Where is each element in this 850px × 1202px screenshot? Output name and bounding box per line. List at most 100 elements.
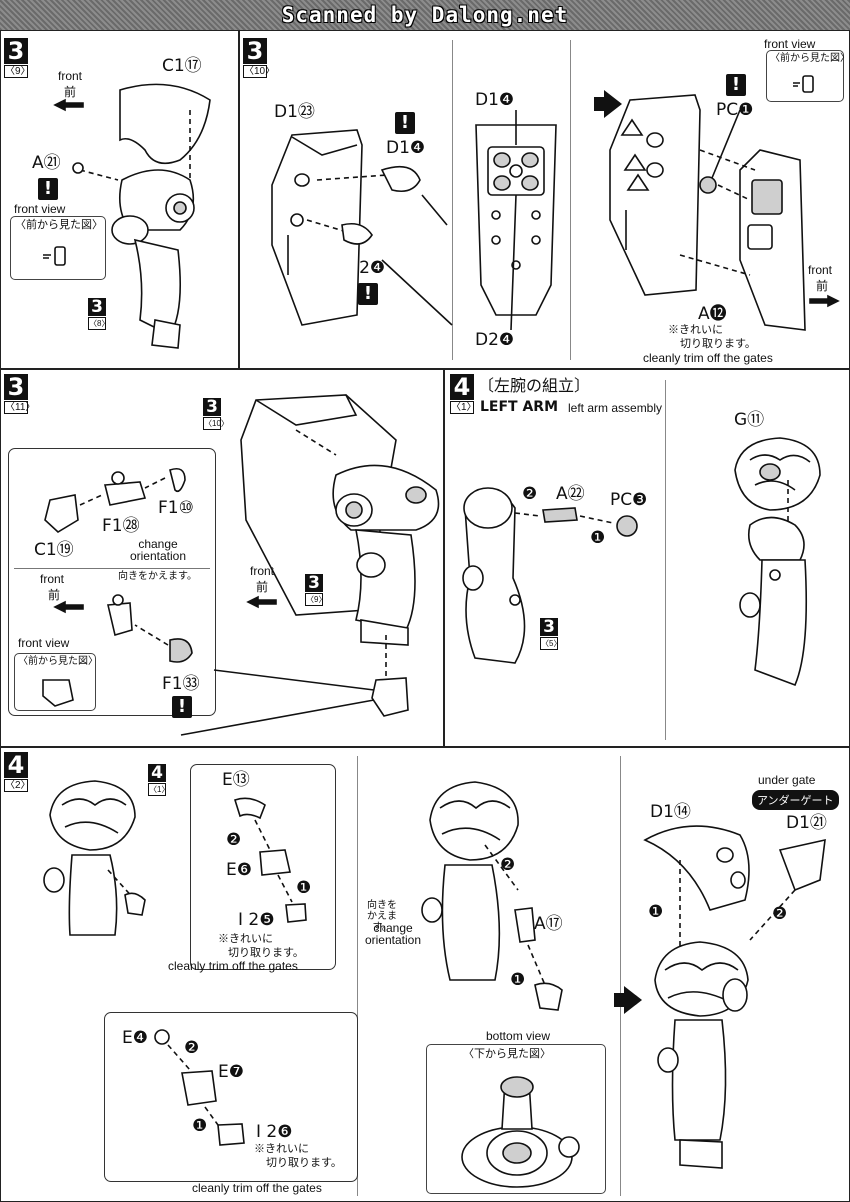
inner-plate-illustration bbox=[475, 110, 557, 331]
part-c1-19: C1⑲ bbox=[34, 540, 74, 560]
step-badge: 4 〈2〉 bbox=[4, 752, 31, 792]
step-badge: 3 〈11〉 bbox=[4, 374, 36, 414]
order-1-icon: ❶ bbox=[296, 878, 312, 898]
divider bbox=[238, 30, 240, 368]
change-orientation-jp: 向きをかえます。 bbox=[118, 571, 197, 582]
arm-final-illustration bbox=[643, 825, 826, 1169]
step-badge: 3 〈10〉 bbox=[243, 38, 276, 78]
trim-note-jp-2: 切り取ります。 bbox=[266, 1157, 342, 1169]
change-orientation-label: change orientation bbox=[129, 537, 187, 563]
hand-orientation-illustration bbox=[107, 594, 193, 663]
step-sub: 〈10〉 bbox=[243, 65, 276, 78]
body-illustration bbox=[72, 83, 211, 349]
ref-step-sub: 〈10〉 bbox=[203, 417, 229, 430]
part-d1-23: D1㉓ bbox=[274, 102, 315, 122]
divider-thin bbox=[570, 40, 571, 360]
mini-part-icon bbox=[793, 75, 814, 93]
order-1-icon: ❶ bbox=[590, 528, 606, 548]
trim-note-en: cleanly trim off the gates bbox=[192, 1181, 322, 1195]
ref-step-number: 4 bbox=[148, 764, 166, 782]
change-orientation-jp: 向きを かえます。 bbox=[367, 900, 397, 933]
trim-note-jp-1: ※きれいに bbox=[254, 1143, 309, 1155]
ref-step-badge: 3 〈9〉 bbox=[305, 574, 326, 606]
trim-note-jp-2: 切り取ります。 bbox=[228, 947, 304, 959]
step-sub: 〈9〉 bbox=[4, 65, 31, 78]
banner-text: Scanned by Dalong.net bbox=[281, 3, 569, 27]
front-view-box: 〈前から見た図〉 bbox=[14, 653, 98, 711]
bottom-view-label-jp: 〈下から見た図〉 bbox=[463, 1048, 551, 1060]
bottom-view-label: bottom view bbox=[486, 1029, 551, 1043]
hand-parts-inset-2 bbox=[104, 1012, 358, 1182]
scanner-banner: Scanned by Dalong.net bbox=[0, 0, 850, 30]
inset-divider bbox=[14, 568, 210, 569]
order-2-icon: ❷ bbox=[500, 855, 516, 875]
order-1-icon: ❶ bbox=[648, 902, 664, 922]
ref-step-number: 3 bbox=[203, 398, 221, 416]
trim-note-en: cleanly trim off the gates bbox=[168, 959, 298, 973]
front-arrow-icon bbox=[809, 294, 840, 308]
arm-joint-illustration bbox=[462, 487, 638, 664]
part-pc-3: PC❸ bbox=[610, 490, 648, 510]
front-label: front bbox=[40, 572, 65, 586]
part-a-17: A⑰ bbox=[534, 914, 563, 934]
ref-step-sub: 〈8〉 bbox=[88, 317, 110, 330]
under-gate-label: under gate bbox=[758, 773, 816, 787]
ref-step-number: 3 bbox=[540, 618, 558, 636]
step-sub: 〈11〉 bbox=[4, 401, 36, 414]
ref-step-sub: 〈5〉 bbox=[540, 637, 562, 650]
hand-parts-illustration-2 bbox=[154, 1029, 245, 1146]
part-g-11: G⑪ bbox=[734, 410, 765, 430]
warning-icon: ! bbox=[726, 74, 746, 96]
order-1-icon: ❶ bbox=[192, 1116, 208, 1136]
divider-thin bbox=[620, 756, 621, 1196]
step-badge: 4 〈1〉 bbox=[450, 374, 477, 414]
ref-step-number: 3 bbox=[88, 298, 106, 316]
front-view-label-jp: 〈前から見た図〉 bbox=[18, 656, 98, 667]
hand-parts-illustration bbox=[234, 797, 307, 923]
front-label-jp: 前 bbox=[64, 85, 77, 99]
step-number: 3 bbox=[4, 374, 28, 400]
hand-parts-illustration bbox=[44, 467, 186, 533]
trim-note-jp-1: ※きれいに bbox=[218, 933, 273, 945]
part-d1-14: D1⑭ bbox=[650, 802, 691, 822]
front-view-label-jp: 〈前から見た図〉 bbox=[770, 53, 850, 64]
ref-step-sub: 〈1〉 bbox=[148, 783, 170, 796]
order-1-icon: ❶ bbox=[510, 970, 526, 990]
part-e-4: E❹ bbox=[122, 1028, 148, 1048]
step-number: 3 bbox=[4, 38, 28, 64]
warning-icon: ! bbox=[172, 696, 192, 718]
part-c1-17: C1⑰ bbox=[162, 56, 202, 76]
part-a-21: A㉑ bbox=[32, 153, 61, 173]
shoulder-armor-illustration bbox=[271, 129, 453, 326]
part-e-6: E❻ bbox=[226, 860, 252, 880]
part-e-13: E⑬ bbox=[222, 770, 250, 790]
arm-assembly-illustration bbox=[734, 437, 821, 687]
order-2-icon: ❷ bbox=[226, 830, 242, 850]
divider-thin bbox=[452, 40, 453, 360]
ref-step-badge: 3 〈5〉 bbox=[540, 618, 562, 650]
change-orientation-label: change orientation bbox=[364, 921, 422, 947]
front-arrow-icon bbox=[53, 98, 84, 112]
part-f1-33: F1㉝ bbox=[162, 674, 200, 694]
part-i-26: I 2❻ bbox=[256, 1122, 293, 1142]
trim-note-jp-1: ※きれいに bbox=[668, 324, 723, 336]
front-view-label: front view bbox=[14, 202, 66, 216]
section-title-en: LEFT ARM bbox=[480, 399, 559, 415]
step-sub: 〈2〉 bbox=[4, 779, 31, 792]
front-label-jp: 前 bbox=[256, 580, 269, 594]
front-label: front bbox=[58, 69, 83, 83]
bottom-view-box: 〈下から見た図〉 bbox=[426, 1044, 606, 1194]
ref-step-badge: 4 〈1〉 bbox=[148, 764, 170, 796]
part-d1-4: D1❹ bbox=[386, 138, 426, 158]
divider-thin bbox=[357, 756, 358, 1196]
step-sub: 〈1〉 bbox=[450, 401, 477, 414]
part-a-12: A⓬ bbox=[698, 304, 727, 324]
front-label-jp: 前 bbox=[48, 588, 61, 602]
mini-part-icon bbox=[43, 246, 66, 266]
section-title-jp: 〔左腕の組立〕 bbox=[478, 376, 591, 395]
part-f1-28: F1㉘ bbox=[102, 516, 140, 536]
part-pc-1: PC❶ bbox=[716, 100, 754, 120]
shoulder-assembly-illustration bbox=[609, 94, 806, 331]
front-label-jp: 前 bbox=[816, 279, 829, 293]
front-label: front bbox=[250, 564, 275, 578]
